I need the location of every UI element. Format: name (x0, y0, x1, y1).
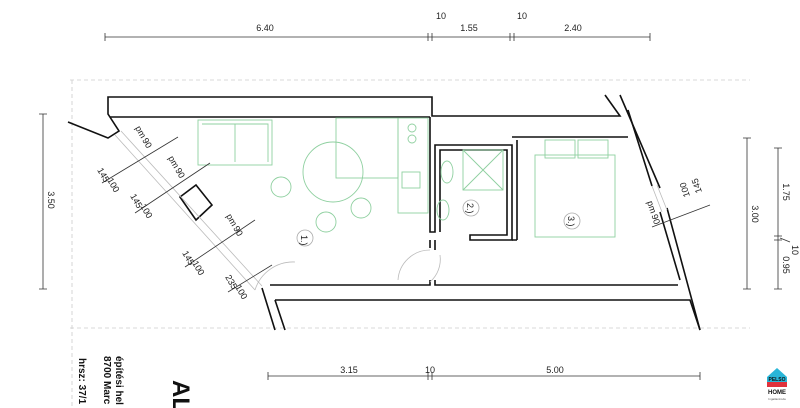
dim-right-3: 0.95 (781, 256, 791, 274)
title-block: hrsz: 37/1 8700 Marc építési hel AL (76, 356, 194, 408)
washbasin-icon (436, 199, 450, 221)
title-line-1: építési hel (113, 356, 124, 405)
window-3-width: 100 (190, 259, 206, 277)
stove-icon (407, 123, 417, 133)
chair (270, 176, 292, 198)
walls (67, 94, 701, 331)
dim-top-5: 2.40 (564, 23, 582, 33)
toilet-icon (440, 160, 454, 184)
dim-bottom-2: 10 (425, 365, 435, 375)
window-1-width: 100 (105, 176, 121, 194)
dim-bottom-3: 5.00 (546, 365, 564, 375)
window-2-sill: 90 (173, 166, 187, 180)
window-2-width: 100 (138, 202, 154, 220)
door-width: 100 (233, 283, 249, 301)
dim-top-2: 10 (436, 11, 446, 21)
window-3-sill: 90 (231, 224, 245, 238)
doors (254, 249, 441, 291)
window-4-sill: 90 (649, 213, 662, 226)
window-1-sill: 90 (140, 136, 154, 150)
dim-top-4: 10 (517, 11, 527, 21)
title: AL (167, 380, 194, 408)
dim-top-3: 1.55 (460, 23, 478, 33)
window-4-type: pm (645, 200, 658, 215)
dim-top-1: 6.40 (256, 23, 274, 33)
dim-bottom-1: 3.15 (340, 365, 358, 375)
dim-right-2: 10 (790, 245, 800, 255)
left-dimension: 3.50 (39, 113, 56, 290)
logo-line-2: HOME (768, 390, 786, 396)
sofa (197, 119, 273, 166)
sheet-border (70, 79, 750, 408)
right-dimension: 3.00 1.75 10 0.95 (743, 137, 800, 290)
furniture (197, 117, 616, 238)
dim-left: 3.50 (46, 191, 56, 209)
top-dimension: 6.40 10 1.55 10 2.40 (104, 11, 651, 41)
chair (315, 211, 337, 233)
bottom-dimension: 3.15 10 5.00 (267, 365, 701, 380)
room-2-label: 2.) (465, 203, 475, 214)
room-1-label: 1.) (299, 235, 309, 246)
sink-icon (401, 171, 421, 189)
logo-line-1: PELSO (769, 377, 786, 383)
title-line-3: hrsz: 37/1 (76, 358, 87, 405)
title-line-2: 8700 Marc (101, 356, 112, 405)
logo-line-3: Ingatlaniroda (768, 397, 786, 401)
dim-right-1: 1.75 (781, 183, 791, 201)
dining-table (302, 141, 364, 203)
chair (350, 197, 372, 219)
shower-icon (462, 149, 504, 191)
window-4-width: 100 (678, 181, 692, 198)
pelso-home-logo: PELSO HOME Ingatlaniroda (767, 368, 787, 401)
room-3-label: 3.) (566, 216, 576, 227)
dim-right-total: 3.00 (750, 205, 760, 223)
window-4-height: 145 (690, 177, 704, 194)
kitchen-unit (397, 117, 429, 214)
kitchen-counter (335, 117, 399, 179)
room-labels: 1.) 2.) 3.) (296, 199, 581, 247)
